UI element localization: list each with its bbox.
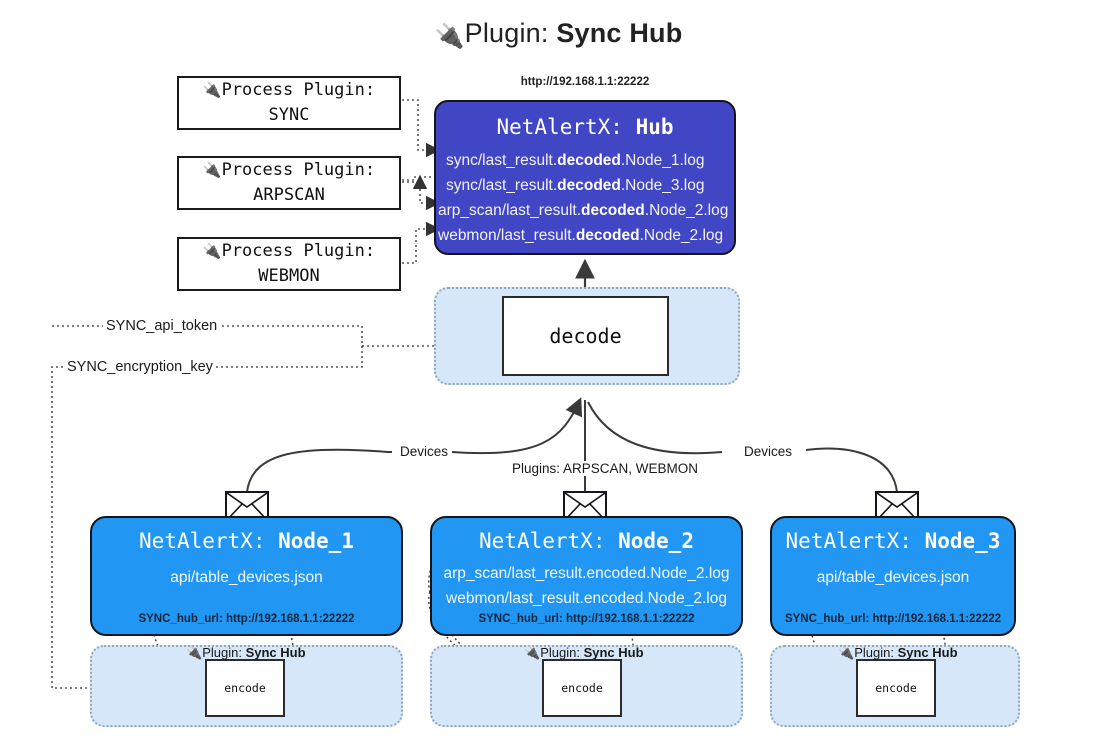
sync-api-token-label: SYNC_api_token xyxy=(103,318,221,334)
decode-box[interactable]: decode xyxy=(502,296,669,376)
process-plugin-label: Process Plugin: xyxy=(221,241,376,262)
page-title-name: Sync Hub xyxy=(556,18,683,48)
node-path-line: api/table_devices.json xyxy=(816,569,970,586)
node-title: NetAlertX: Node_1 xyxy=(139,529,354,553)
page-title-prefix: Plugin: xyxy=(464,18,557,48)
hub-title: NetAlertX: Hub xyxy=(496,115,674,139)
encode-box-3[interactable]: encode xyxy=(856,659,936,717)
process-plugin-label: Process Plugin: xyxy=(221,160,376,181)
process-plugin-name: WEBMON xyxy=(258,266,320,286)
plug-icon: 🔌 xyxy=(186,645,203,660)
hub-url: http://192.168.1.1:22222 xyxy=(520,76,650,88)
plug-icon: 🔌 xyxy=(434,23,465,50)
process-plugin-name: ARPSCAN xyxy=(253,185,325,205)
node-path-line: api/table_devices.json xyxy=(170,569,323,586)
plug-icon: 🔌 xyxy=(838,645,855,660)
plug-icon: 🔌 xyxy=(524,645,541,660)
hub-node[interactable]: NetAlertX: Hub sync/last_result.decoded.… xyxy=(434,100,736,255)
plug-icon: 🔌 xyxy=(202,242,222,261)
hub-log-row: sync/last_result.decoded.Node_3.log xyxy=(446,177,705,194)
node-path-line: webmon/last_result.encoded.Node_2.log xyxy=(446,590,727,607)
plug-icon: 🔌 xyxy=(202,161,222,180)
plugins-label-center: Plugins: ARPSCAN, WEBMON xyxy=(508,461,703,476)
encode-box-1[interactable]: encode xyxy=(205,659,285,717)
sync-hub-plugin-label-1: 🔌Plugin: Sync Hub xyxy=(186,645,306,660)
node-3[interactable]: NetAlertX: Node_3 api/table_devices.json… xyxy=(770,516,1016,636)
process-plugin-label: Process Plugin: xyxy=(221,80,376,101)
plug-icon: 🔌 xyxy=(202,81,222,100)
node-1[interactable]: NetAlertX: Node_1 api/table_devices.json… xyxy=(90,516,403,636)
node-hub-url: SYNC_hub_url: http://192.168.1.1:22222 xyxy=(138,613,355,625)
node-title: NetAlertX: Node_2 xyxy=(479,529,694,553)
page-title: 🔌Plugin: Sync Hub xyxy=(0,18,1117,51)
sync-hub-plugin-label-2: 🔌Plugin: Sync Hub xyxy=(524,645,644,660)
hub-log-row: sync/last_result.decoded.Node_1.log xyxy=(446,152,705,169)
devices-label-left: Devices xyxy=(396,444,453,459)
node-title: NetAlertX: Node_3 xyxy=(785,529,1001,553)
node-hub-url: SYNC_hub_url: http://192.168.1.1:22222 xyxy=(784,613,1002,625)
devices-label-right: Devices xyxy=(740,444,797,459)
process-plugin-webmon[interactable]: 🔌Process Plugin: WEBMON xyxy=(177,237,401,291)
sync-hub-plugin-label-3: 🔌Plugin: Sync Hub xyxy=(838,645,958,660)
encode-box-2[interactable]: encode xyxy=(542,659,622,717)
hub-log-row: webmon/last_result.decoded.Node_2.log xyxy=(438,227,724,244)
node-hub-url: SYNC_hub_url: http://192.168.1.1:22222 xyxy=(478,613,695,625)
process-plugin-sync[interactable]: 🔌Process Plugin: SYNC xyxy=(177,76,401,130)
hub-log-row: arp_scan/last_result.decoded.Node_2.log xyxy=(438,202,729,219)
node-2[interactable]: NetAlertX: Node_2 arp_scan/last_result.e… xyxy=(430,516,743,636)
node-path-line: arp_scan/last_result.encoded.Node_2.log xyxy=(443,565,730,582)
process-plugin-name: SYNC xyxy=(268,105,310,125)
process-plugin-arpscan[interactable]: 🔌Process Plugin: ARPSCAN xyxy=(177,156,401,210)
sync-encryption-key-label: SYNC_encryption_key xyxy=(64,359,216,375)
